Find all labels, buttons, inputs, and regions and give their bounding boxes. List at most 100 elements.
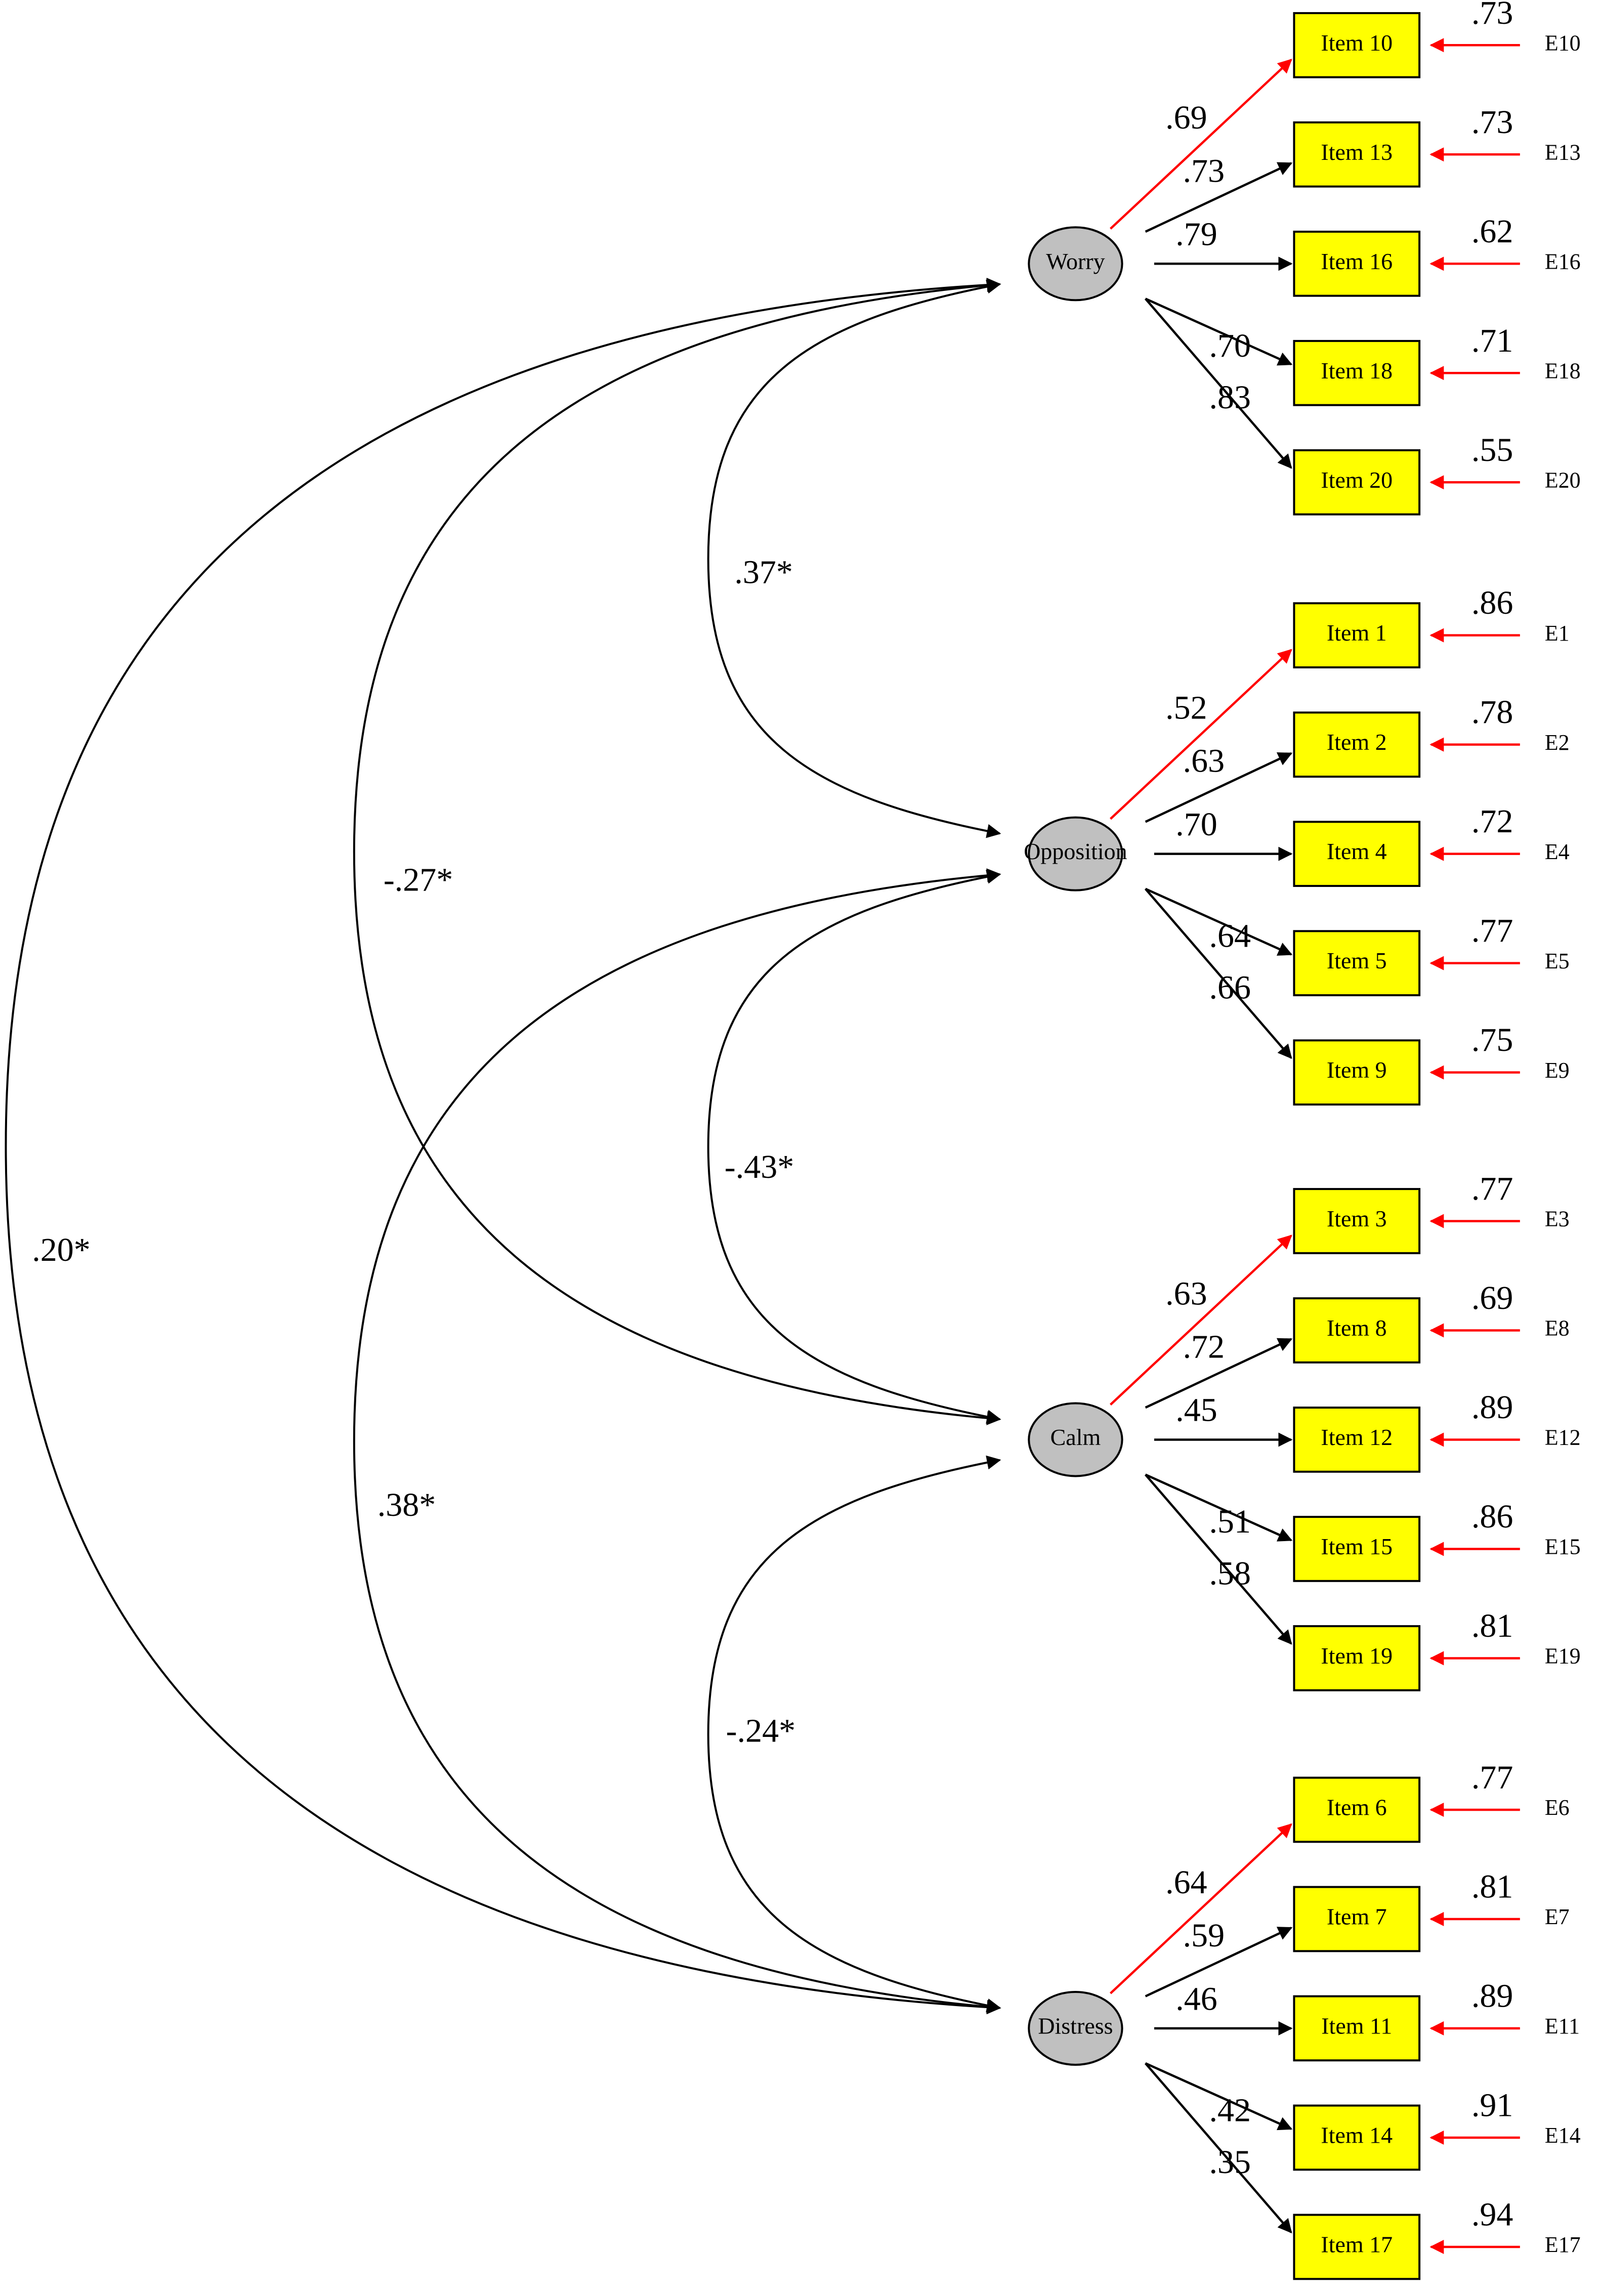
factor-name: Calm	[1050, 1424, 1101, 1450]
loading-value: .70	[1175, 806, 1217, 843]
residual-value: .73	[1471, 104, 1513, 141]
loading-value: .73	[1183, 152, 1225, 189]
item-label: Item 8	[1327, 1315, 1387, 1341]
error-term-label: E6	[1545, 1795, 1570, 1820]
loading-value: .64	[1165, 1864, 1207, 1901]
residual-value: .78	[1471, 694, 1513, 731]
loading-arrow	[1145, 2062, 1293, 2131]
error-term-label: E12	[1545, 1425, 1581, 1450]
error-term-label: E11	[1545, 2014, 1580, 2038]
error-term-label: E3	[1545, 1207, 1570, 1231]
correlation-curve	[707, 870, 1001, 1424]
factor-correlations: .37* -.43* -.24* -.27*.38* .20*	[5, 278, 1001, 2015]
error-term-label: E2	[1545, 730, 1570, 755]
error-term-label: E15	[1545, 1535, 1581, 1559]
residual-value: .89	[1471, 1389, 1513, 1426]
loading-value: .42	[1209, 2092, 1251, 2129]
item-label: Item 15	[1321, 1534, 1393, 1559]
correlation-worry-distress: .20*	[5, 278, 1001, 2015]
item-box	[1293, 1886, 1421, 1952]
loading-arrow	[1145, 752, 1293, 823]
loading-arrow	[1110, 59, 1292, 230]
error-term-label: E10	[1545, 30, 1581, 55]
error-term-label: E5	[1545, 949, 1570, 973]
item-label: Item 17	[1321, 2232, 1393, 2258]
loading-arrow	[1145, 1927, 1293, 1997]
loading-arrow	[1145, 297, 1293, 366]
error-term-label: E18	[1545, 358, 1581, 383]
residual-value: .77	[1471, 1170, 1513, 1207]
item-label: Item 7	[1327, 1904, 1387, 1930]
item-label: Item 4	[1327, 838, 1387, 864]
factor-name: Opposition	[1024, 838, 1127, 864]
item-box	[1293, 1516, 1421, 1582]
correlation-curve	[5, 278, 1001, 2015]
loading-value: .51	[1209, 1503, 1251, 1540]
loading-arrow	[1144, 888, 1292, 1059]
loading-value: .72	[1183, 1328, 1225, 1365]
item-label: Item 3	[1327, 1206, 1387, 1231]
item-label: Item 9	[1327, 1057, 1387, 1083]
item-label: Item 16	[1321, 248, 1393, 274]
correlation-value: .37*	[734, 554, 793, 591]
correlation-worry-opposition: .37*	[707, 279, 1001, 838]
item-label: Item 12	[1321, 1424, 1393, 1450]
residual-value: .86	[1471, 1498, 1513, 1535]
correlation-value: -.43*	[725, 1149, 794, 1185]
residual-value: .86	[1471, 584, 1513, 621]
residual-value: .73	[1471, 0, 1513, 31]
factor-name: Worry	[1046, 248, 1105, 274]
residual-value: .72	[1471, 803, 1513, 840]
loading-arrow	[1145, 887, 1293, 956]
error-term-label: E16	[1545, 249, 1581, 274]
error-term-label: E1	[1545, 621, 1570, 646]
item-box	[1293, 1625, 1421, 1691]
residual-value: .71	[1471, 322, 1513, 359]
correlation-value: -.27*	[384, 861, 453, 898]
factor-ellipse	[1028, 1990, 1123, 2066]
loading-arrow	[1145, 162, 1293, 233]
error-term-label: E19	[1545, 1644, 1581, 1669]
loading-arrow	[1110, 649, 1292, 820]
correlation-value: .20*	[32, 1231, 91, 1268]
residual-value: .89	[1471, 1978, 1513, 2015]
loading-arrow	[1110, 1235, 1292, 1406]
residual-value: .91	[1471, 2087, 1513, 2124]
correlation-value: -.24*	[726, 1712, 795, 1749]
loading-value: .35	[1209, 2144, 1251, 2181]
loading-value: .52	[1165, 690, 1207, 727]
correlation-opposition-distress: .38*	[353, 868, 1001, 2014]
loading-arrow	[1144, 1474, 1292, 1645]
item-box	[1293, 339, 1421, 406]
item-label: Item 5	[1327, 948, 1387, 973]
item-box	[1293, 1039, 1421, 1106]
error-term-label: E9	[1545, 1058, 1570, 1083]
item-box	[1293, 602, 1421, 669]
residual-value: .55	[1471, 432, 1513, 469]
item-box	[1293, 121, 1421, 188]
factor-name: Distress	[1038, 2013, 1113, 2039]
loading-value: .63	[1165, 1275, 1207, 1312]
item-label: Item 1	[1327, 620, 1387, 646]
item-box	[1293, 1297, 1421, 1364]
residual-value: .81	[1471, 1868, 1513, 1905]
loading-value: .58	[1209, 1555, 1251, 1592]
item-label: Item 20	[1321, 467, 1393, 493]
residual-value: .69	[1471, 1280, 1513, 1316]
item-box	[1293, 230, 1421, 297]
item-label: Item 6	[1327, 1795, 1387, 1820]
error-term-label: E4	[1545, 839, 1570, 864]
item-label: Item 10	[1321, 30, 1393, 56]
loading-value: .59	[1183, 1917, 1225, 1954]
item-box	[1293, 821, 1421, 887]
item-label: Item 14	[1321, 2122, 1393, 2148]
item-box	[1293, 1188, 1421, 1254]
residual-value: .77	[1471, 912, 1513, 949]
loading-arrow	[1145, 1338, 1293, 1409]
error-term-label: E13	[1545, 140, 1581, 164]
